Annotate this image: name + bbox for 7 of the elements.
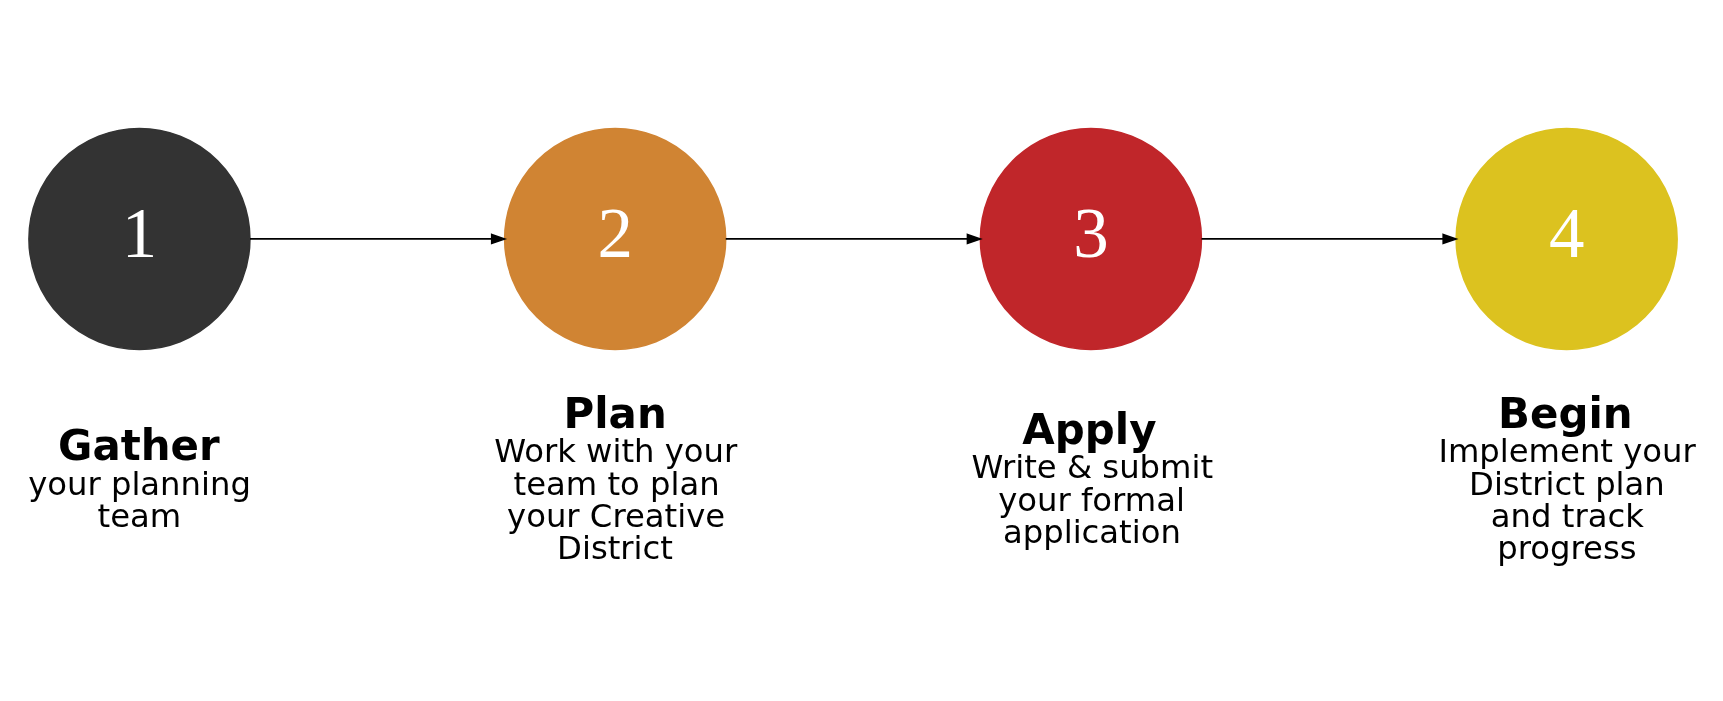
arrow	[249, 232, 508, 245]
node-circle: 1	[28, 127, 251, 350]
node-circle: 2	[503, 127, 727, 350]
node-circle: 4	[1455, 127, 1678, 350]
node-circle: 3	[979, 127, 1203, 350]
arrow	[1200, 232, 1459, 245]
arrow	[724, 232, 983, 245]
